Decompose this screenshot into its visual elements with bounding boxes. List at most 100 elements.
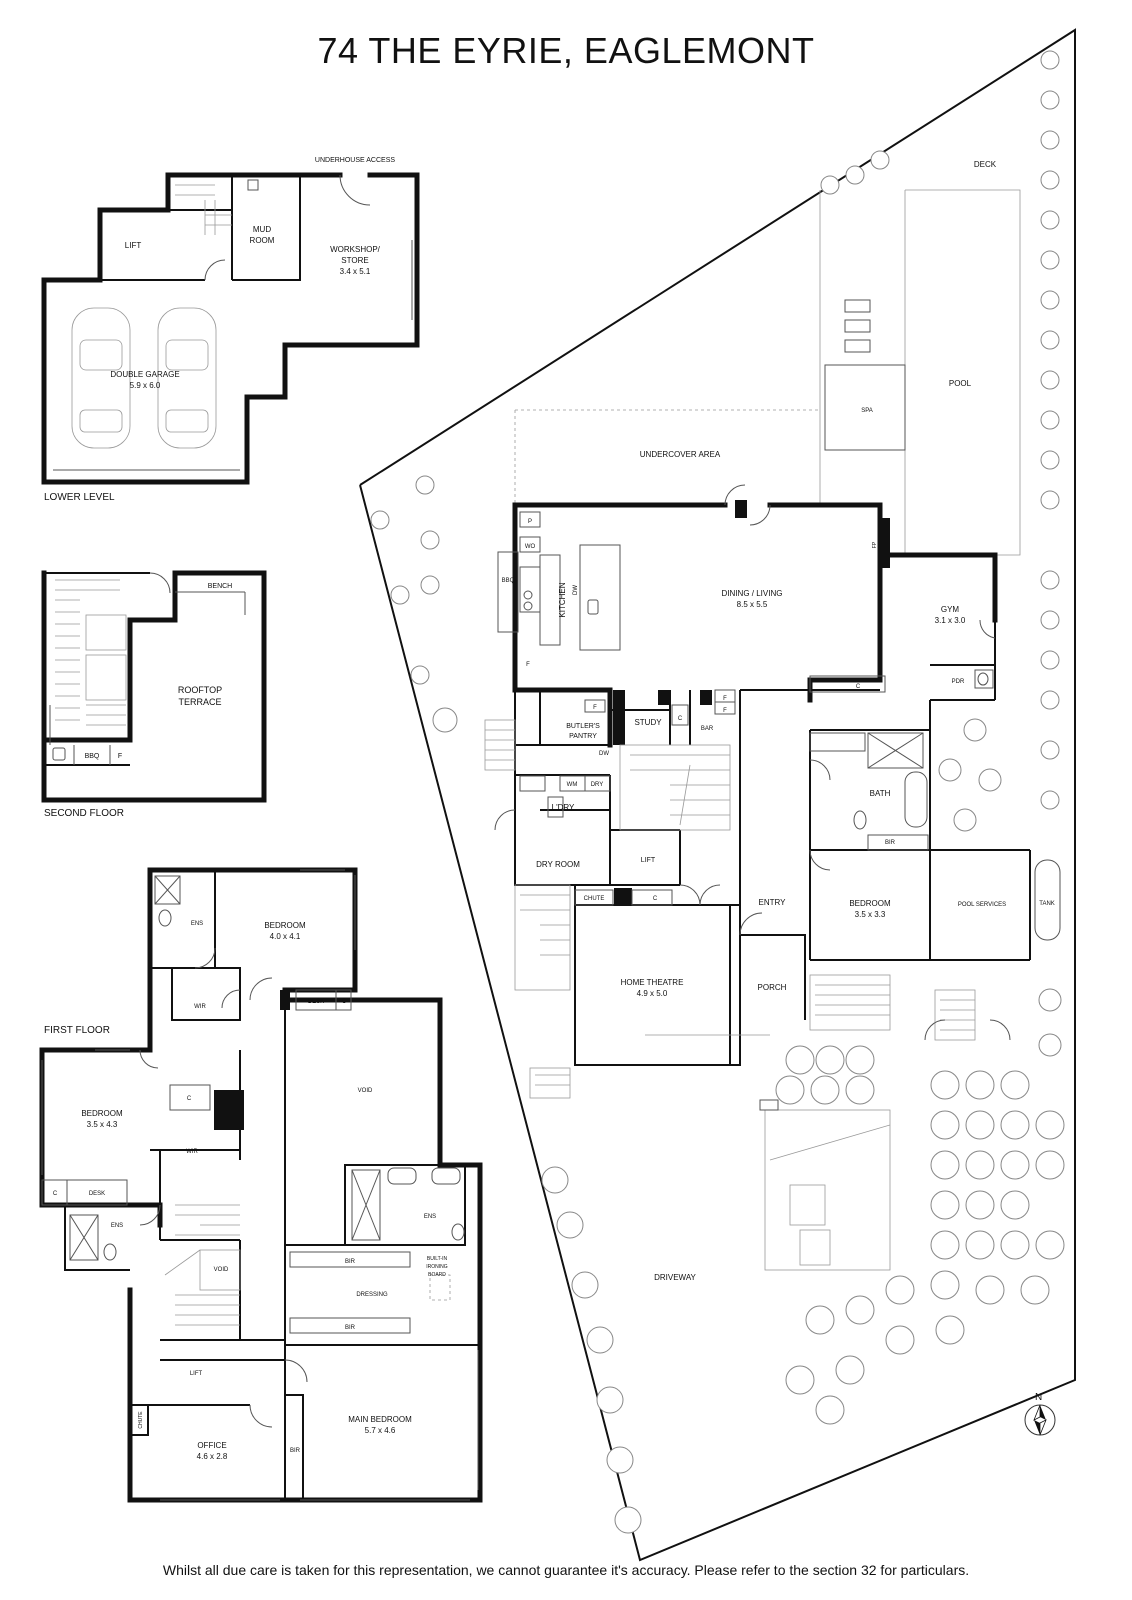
study-label: STUDY [634, 718, 662, 727]
wm-label: WM [567, 782, 578, 788]
first-floor-plan [39, 867, 483, 1503]
bedroom-2-label: BEDROOM [81, 1109, 123, 1118]
bedroom-ground-label: BEDROOM [849, 899, 891, 908]
lift-ground-label: LIFT [641, 857, 656, 864]
garage-size: 5.9 x 6.0 [130, 381, 161, 390]
c-hall-label: C [856, 684, 861, 690]
dining-label: DINING / LIVING [722, 589, 783, 598]
ens-main-label: ENS [424, 1214, 436, 1220]
gym-label: GYM [941, 605, 960, 614]
workshop-label: WORKSHOP/ [330, 245, 381, 254]
f-roof-label: F [118, 753, 122, 760]
desk-1-label: DESK [308, 999, 324, 1005]
pdr-label: PDR [952, 679, 965, 685]
bar-label: BAR [701, 726, 714, 732]
pool-label: POOL [949, 379, 972, 388]
level-label-lower: LOWER LEVEL [44, 492, 115, 503]
main-bedroom-size: 5.7 x 4.6 [365, 1426, 396, 1435]
entry-label: ENTRY [759, 898, 787, 907]
deck-label: DECK [974, 160, 997, 169]
home-theatre-size: 4.9 x 5.0 [637, 989, 668, 998]
porch-label: PORCH [758, 983, 787, 992]
c-chute-label: C [653, 896, 658, 902]
desk-2-label: DESK [89, 1191, 105, 1197]
undercover-area-label: UNDERCOVER AREA [640, 450, 721, 459]
north-compass-icon: N [1024, 1392, 1056, 1436]
main-bedroom-label: MAIN BEDROOM [348, 1415, 412, 1424]
level-label-second: SECOND FLOOR [44, 808, 124, 819]
car-icon [71, 307, 131, 449]
pool-services-label: POOL SERVICES [958, 902, 1006, 908]
lift-first-label: LIFT [190, 1371, 203, 1377]
bir-1-label: BIR [345, 1259, 356, 1265]
level-label-first: FIRST FLOOR [44, 1025, 110, 1036]
void-1-label: VOID [358, 1088, 373, 1094]
tank-label: TANK [1039, 901, 1055, 907]
office-size: 4.6 x 2.8 [197, 1452, 228, 1461]
wir-1-label: WIR [194, 1004, 206, 1010]
workshop-size: 3.4 x 5.1 [340, 267, 371, 276]
bench-label: BENCH [208, 583, 233, 590]
mud-room-label-2: ROOM [250, 236, 275, 245]
office-label: OFFICE [197, 1441, 226, 1450]
void-2-label: VOID [214, 1267, 229, 1273]
ironing-label-2: IRONING [426, 1264, 448, 1270]
dry-room-label: DRY ROOM [536, 860, 580, 869]
bbq-label: BBQ [502, 578, 515, 584]
ens-2-label: ENS [111, 1223, 123, 1229]
c-desk-2-label: C [53, 1191, 58, 1197]
dw-label: DW [573, 585, 579, 595]
rooftop-terrace-label-2: TERRACE [178, 697, 221, 707]
c-bed-2-label: C [187, 1096, 192, 1102]
ironing-label: BUILT-IN [427, 1256, 448, 1262]
f-pantry-label: F [593, 705, 597, 711]
bedroom-1-size: 4.0 x 4.1 [270, 932, 301, 941]
f-bar-label-2: F [723, 708, 727, 714]
bir-ground-label: BIR [885, 840, 896, 846]
bedroom-1-label: BEDROOM [264, 921, 306, 930]
c-study-label: C [678, 716, 683, 722]
disclaimer: Whilst all due care is taken for this re… [162, 1562, 970, 1578]
bath-label: BATH [870, 789, 891, 798]
underhouse-access-label: UNDERHOUSE ACCESS [315, 157, 395, 164]
bir-2-label: BIR [345, 1325, 356, 1331]
butlers-pantry-label-2: PANTRY [569, 733, 597, 740]
tree-row [370, 50, 1065, 1534]
dining-size: 8.5 x 5.5 [737, 600, 768, 609]
p-label: P [528, 519, 532, 525]
dry-label: DRY [591, 782, 604, 788]
spa-label: SPA [861, 408, 873, 414]
lift-lower-label: LIFT [125, 241, 142, 250]
laundry-label: L'DRY [552, 803, 575, 812]
chute-ground-label: CHUTE [584, 896, 605, 902]
f-bar-label: F [723, 696, 727, 702]
workshop-label-2: STORE [341, 256, 368, 265]
bedroom-ground-size: 3.5 x 3.3 [855, 910, 886, 919]
gym-size: 3.1 x 3.0 [935, 616, 966, 625]
wir-2-label: WIR [186, 1149, 198, 1155]
lower-level-plan [41, 172, 420, 485]
garage-label: DOUBLE GARAGE [110, 370, 179, 379]
second-floor-plan [41, 570, 267, 803]
bir-main-label: BIR [290, 1448, 301, 1454]
compass-label: N [1035, 1392, 1042, 1403]
home-theatre-label: HOME THEATRE [621, 978, 684, 987]
ironing-label-3: BOARD [428, 1272, 446, 1278]
fp-label: FP [872, 541, 878, 548]
chute-first-label: CHUTE [138, 1411, 144, 1429]
butlers-pantry-label: BUTLER'S [566, 723, 600, 730]
mud-room-label: MUD [253, 225, 271, 234]
ground-floor-plan [359, 28, 1076, 1562]
kitchen-label: KITCHEN [558, 582, 567, 617]
ens-1-label: ENS [191, 921, 203, 927]
bbq-roof-label: BBQ [85, 753, 100, 760]
rooftop-terrace-label: ROOFTOP [178, 685, 222, 695]
plan-title: 74 THE EYRIE, EAGLEMONT [317, 30, 815, 71]
f-kitchen-label: F [526, 662, 530, 668]
c-desk-1-label: C [342, 999, 347, 1005]
bedroom-2-size: 3.5 x 4.3 [87, 1120, 118, 1129]
dw-pantry-label: DW [599, 751, 609, 757]
wo-label: WO [525, 544, 536, 550]
dressing-label: DRESSING [356, 1292, 388, 1298]
